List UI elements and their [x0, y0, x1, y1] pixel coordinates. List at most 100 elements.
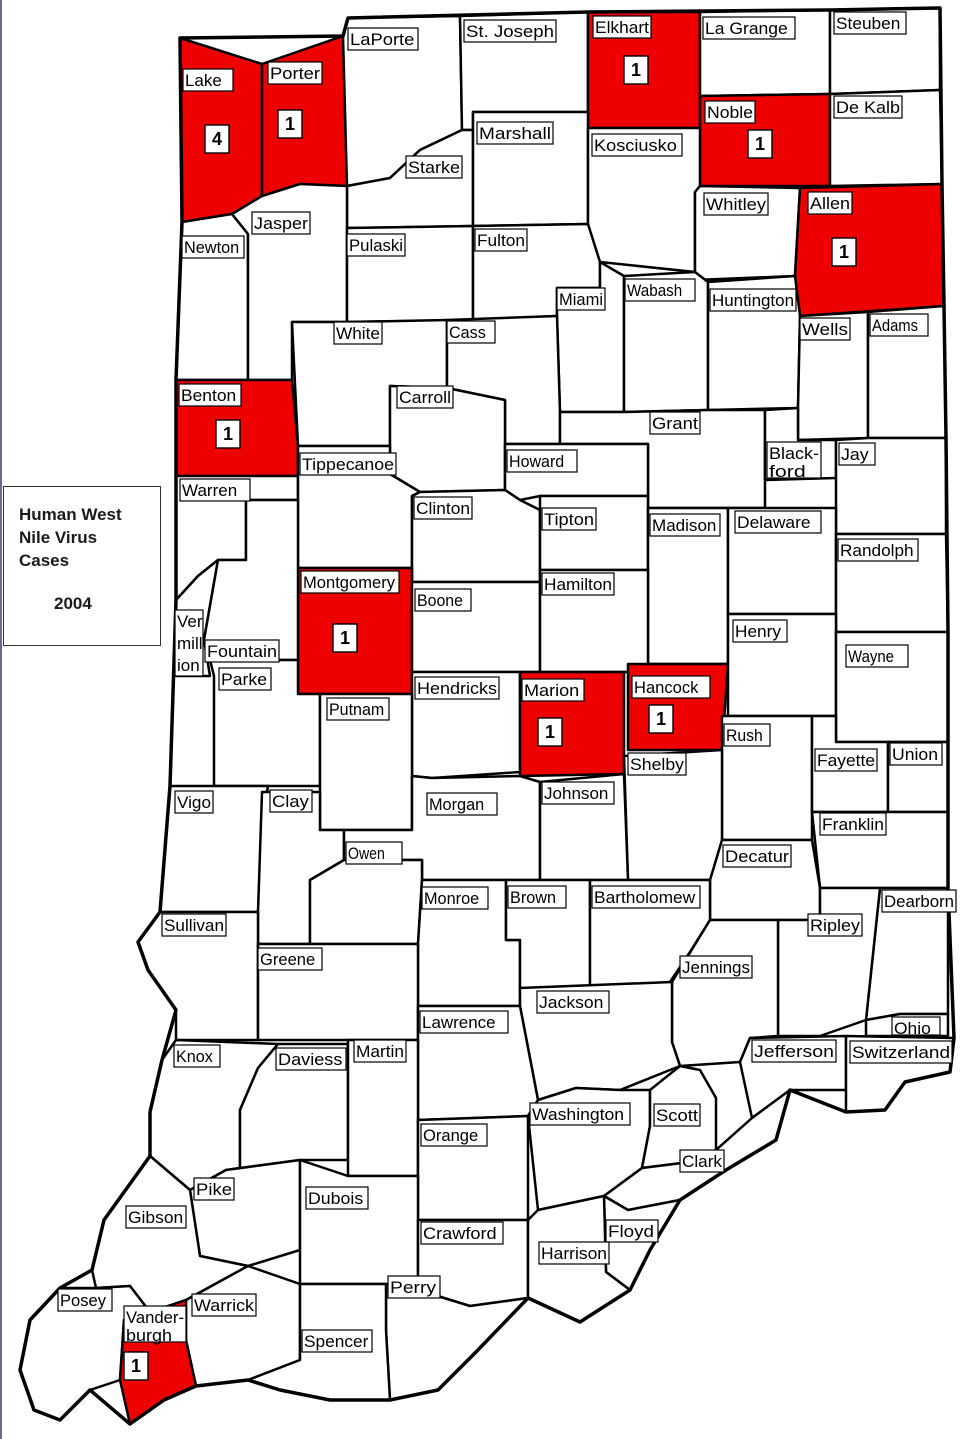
county-label-box: [387, 1275, 441, 1299]
case-count-box: [123, 1351, 149, 1381]
county-porter: [260, 34, 349, 198]
case-count-noble: 1: [747, 129, 773, 159]
case-count-box: [623, 55, 649, 85]
county-name: Gibson: [128, 1208, 183, 1227]
county-label-box: [420, 1123, 488, 1147]
legend-year: 2004: [54, 594, 92, 613]
county-label-box: [345, 841, 403, 865]
county-label-box: [396, 385, 454, 409]
county-name: Jackson: [539, 993, 603, 1012]
county-name: Scott: [656, 1106, 698, 1125]
county-name: Clay: [272, 792, 309, 811]
county-label-la-grange: La Grange: [702, 16, 796, 40]
county-label-warren: Warren: [179, 478, 251, 502]
county-name: De Kalb: [836, 98, 900, 117]
county-label-box: [267, 61, 323, 85]
county-name: Spencer: [304, 1332, 369, 1351]
county-name: Pulaski: [349, 236, 403, 255]
case-count-hancock: 1: [648, 704, 674, 734]
county-name: Benton: [181, 386, 236, 405]
county-tipton: [538, 494, 650, 572]
county-label-box: [521, 678, 585, 702]
county-name: Perry: [390, 1278, 437, 1297]
county-label-box: [536, 990, 610, 1014]
county-name: Whitley: [706, 195, 767, 214]
county-name: Kosciusko: [594, 136, 677, 155]
county-label-boone: Boone: [414, 588, 472, 612]
county-name: Black-: [769, 444, 819, 463]
county-label-daviess: Daviess: [275, 1047, 347, 1071]
county-name: Vigo: [177, 793, 211, 812]
county-label-box: [218, 667, 272, 691]
legend-title-line-2: Nile Virus: [19, 528, 98, 547]
county-name: Union: [892, 745, 938, 764]
county-label-lawrence: Lawrence: [419, 1010, 509, 1034]
county-label-hamilton: Hamilton: [541, 572, 615, 596]
county-name: LaPorte: [350, 30, 414, 49]
county-name: Daviess: [278, 1050, 342, 1069]
county-name: Newton: [184, 238, 239, 257]
county-label-whitley: Whitley: [703, 192, 769, 216]
county-name: Henry: [735, 622, 781, 641]
county-label-carroll: Carroll: [396, 385, 454, 409]
county-label-box: [723, 723, 771, 747]
county-label-box: [174, 790, 214, 814]
county-label-rush: Rush: [723, 723, 771, 747]
county-label-washington: Washington: [529, 1102, 631, 1126]
county-name: Pike: [196, 1180, 232, 1199]
county-label-box: [173, 1044, 221, 1068]
county-label-orange: Orange: [420, 1123, 488, 1147]
county-label-box: [538, 1241, 610, 1265]
county-label-wells: Wells: [799, 317, 851, 341]
county-label-jasper: Jasper: [251, 211, 311, 235]
case-count-value: 1: [340, 628, 350, 648]
county-label-box: [591, 885, 701, 909]
county-label-box: [624, 278, 696, 302]
case-count-box: [204, 124, 230, 154]
county-label-box: [275, 1047, 347, 1071]
county-label-starke: Starke: [405, 155, 463, 179]
county-label-martin: Martin: [353, 1039, 407, 1063]
county-name: Boone: [417, 591, 463, 610]
county-label-box: [353, 1039, 407, 1063]
county-name: La Grange: [705, 19, 788, 38]
county-label-box: [845, 644, 909, 668]
case-count-elkhart: 1: [623, 55, 649, 85]
case-count-box: [537, 717, 563, 747]
county-label-box: [814, 748, 878, 772]
county-label-box: [751, 1039, 837, 1063]
county-label-bartholomew: Bartholomew: [591, 885, 701, 909]
county-label-box: [819, 812, 887, 836]
county-label-box: [649, 411, 701, 435]
county-name: Tippecanoe: [302, 455, 394, 474]
county-name: Shelby: [630, 755, 685, 774]
county-label-dubois: Dubois: [305, 1186, 369, 1210]
county-label-box: [833, 11, 907, 35]
county-label-box: [702, 16, 796, 40]
county-label-box: [414, 588, 472, 612]
county-name: Parke: [221, 670, 267, 689]
county-label-switzerland: Switzerland: [849, 1040, 953, 1064]
county-label-box: [446, 320, 496, 344]
case-count-value: 1: [131, 1356, 141, 1376]
case-count-vanderburgh: 1: [123, 1351, 149, 1381]
county-label-box: [347, 27, 419, 51]
county-label-box: [474, 228, 528, 252]
county-label-box: [326, 697, 390, 721]
county-label-box: [421, 886, 489, 910]
county-label-box: [204, 639, 280, 663]
county-label-box: [507, 885, 567, 909]
county-label-miami: Miami: [556, 287, 606, 311]
county-label-huntington: Huntington: [709, 288, 797, 312]
county-label-johnson: Johnson: [541, 781, 615, 805]
county-name: Owen: [348, 844, 385, 863]
county-label-box: [807, 913, 863, 937]
county-label-fayette: Fayette: [814, 748, 878, 772]
county-name: Elkhart: [595, 18, 649, 37]
county-label-box: [420, 1221, 504, 1245]
county-name: Carroll: [399, 388, 451, 407]
case-count-value: 1: [545, 722, 555, 742]
county-name: ford: [769, 462, 806, 481]
county-label-jennings: Jennings: [679, 955, 753, 979]
